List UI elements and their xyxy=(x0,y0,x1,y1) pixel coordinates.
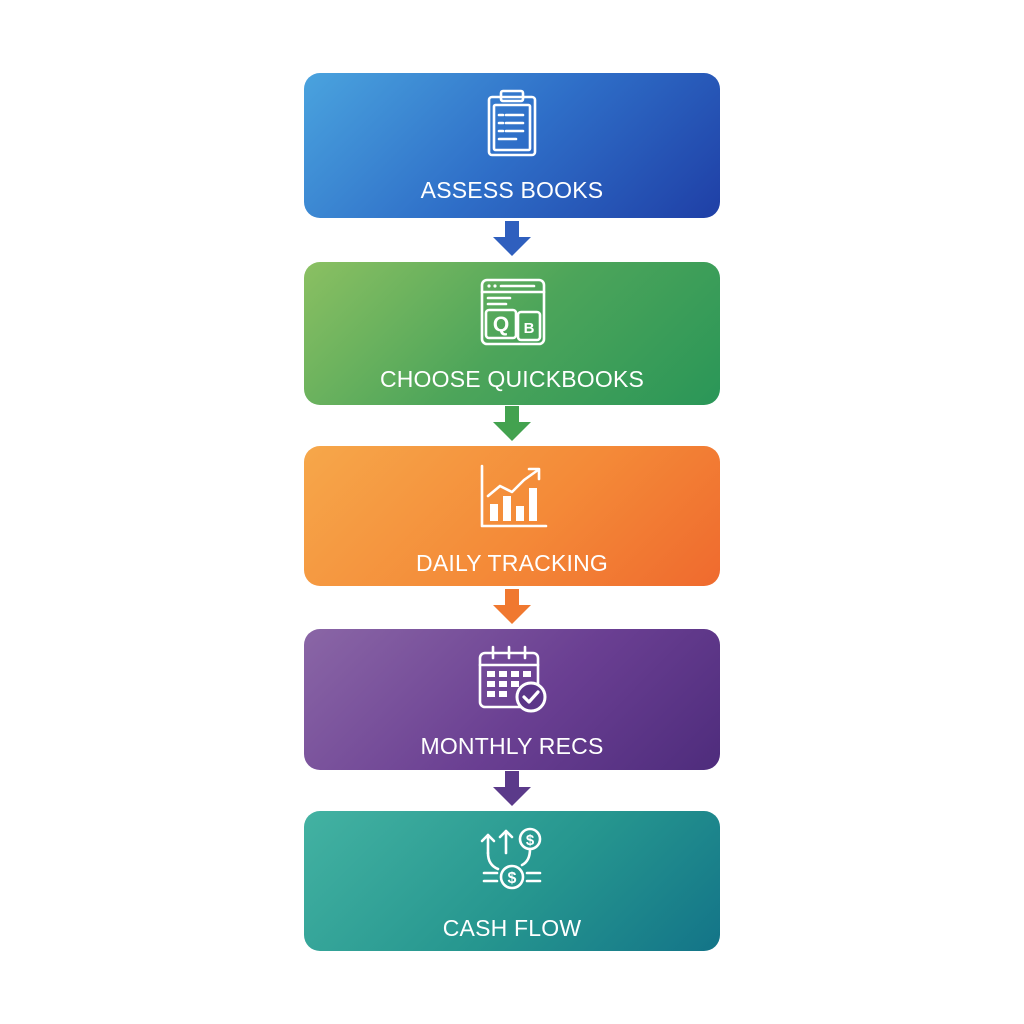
step-choose-quickbooks: Q B CHOOSE QUICKBOOKS xyxy=(304,262,720,405)
dollar-sign: $ xyxy=(508,870,517,887)
b-letter: B xyxy=(524,320,535,337)
down-arrow-icon xyxy=(493,771,531,806)
growth-chart-icon xyxy=(480,464,548,528)
step-label: DAILY TRACKING xyxy=(416,550,608,576)
down-arrow-icon xyxy=(493,406,531,441)
step-label: ASSESS BOOKS xyxy=(420,177,604,203)
dollar-sign: $ xyxy=(526,832,535,849)
down-arrow-icon xyxy=(493,221,531,256)
step-monthly-recs: MONTHLY RECS xyxy=(304,629,720,770)
calendar-check-icon xyxy=(478,645,547,713)
step-assess-books: ASSESS BOOKS xyxy=(304,73,720,218)
step-label: CASH FLOW xyxy=(442,915,582,941)
step-label: MONTHLY RECS xyxy=(420,733,604,759)
q-letter: Q xyxy=(493,313,509,336)
down-arrow-icon xyxy=(493,589,531,624)
step-label: CHOOSE QUICKBOOKS xyxy=(379,366,645,392)
step-daily-tracking: DAILY TRACKING xyxy=(304,446,720,586)
cash-flow-icon: $ $ xyxy=(480,827,542,890)
quickbooks-window-icon: Q B xyxy=(480,278,546,346)
step-cash-flow: $ $ CASH FLOW xyxy=(304,811,720,951)
clipboard-icon xyxy=(487,89,537,157)
